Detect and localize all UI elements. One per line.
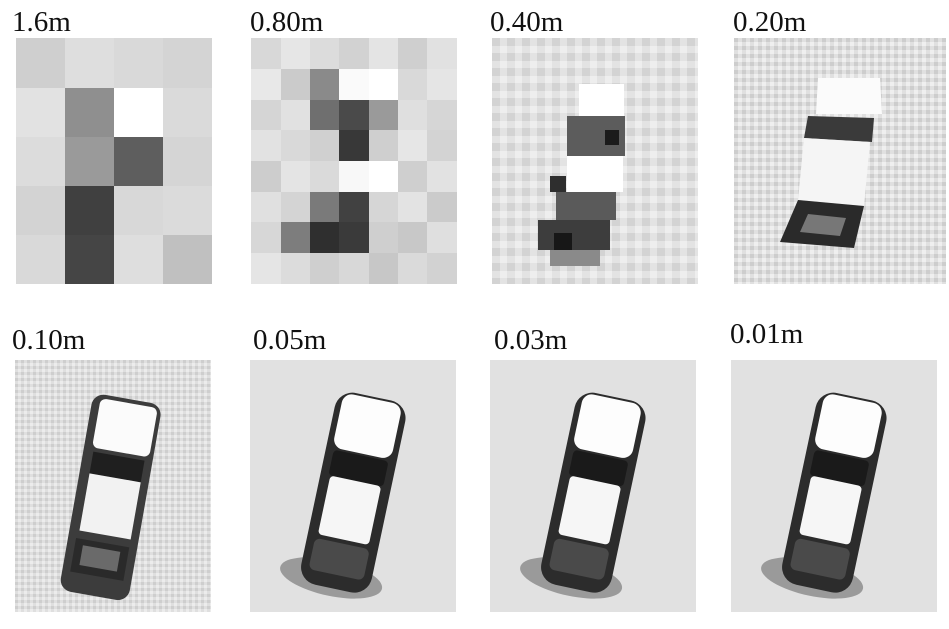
resolution-label: 0.20m	[733, 6, 807, 38]
car-shape	[60, 394, 161, 601]
resolution-label: 0.01m	[730, 318, 804, 350]
resolution-label: 0.05m	[253, 324, 327, 356]
car-shape	[780, 78, 882, 248]
resolution-label: 0.03m	[494, 324, 568, 356]
car-shape	[761, 392, 887, 599]
car-blocks	[538, 84, 625, 266]
resolution-label: 0.40m	[490, 6, 564, 38]
pixel-grid	[16, 38, 212, 284]
resolution-label: 0.10m	[12, 324, 86, 356]
car-image-0-03m	[490, 360, 696, 612]
car-image-0-05m	[250, 360, 456, 612]
resolution-label: 1.6m	[12, 6, 71, 38]
car-image-0-01m	[731, 360, 937, 612]
car-image-0-10m	[15, 360, 211, 612]
resolution-label: 0.80m	[250, 6, 324, 38]
car-image-0-80m	[251, 38, 457, 284]
car-image-0-20m	[734, 38, 946, 284]
car-image-1-6m	[16, 38, 212, 284]
pixel-grid	[251, 38, 457, 284]
car-shape	[280, 392, 406, 599]
car-image-0-40m	[492, 38, 698, 284]
car-shape	[520, 392, 646, 599]
